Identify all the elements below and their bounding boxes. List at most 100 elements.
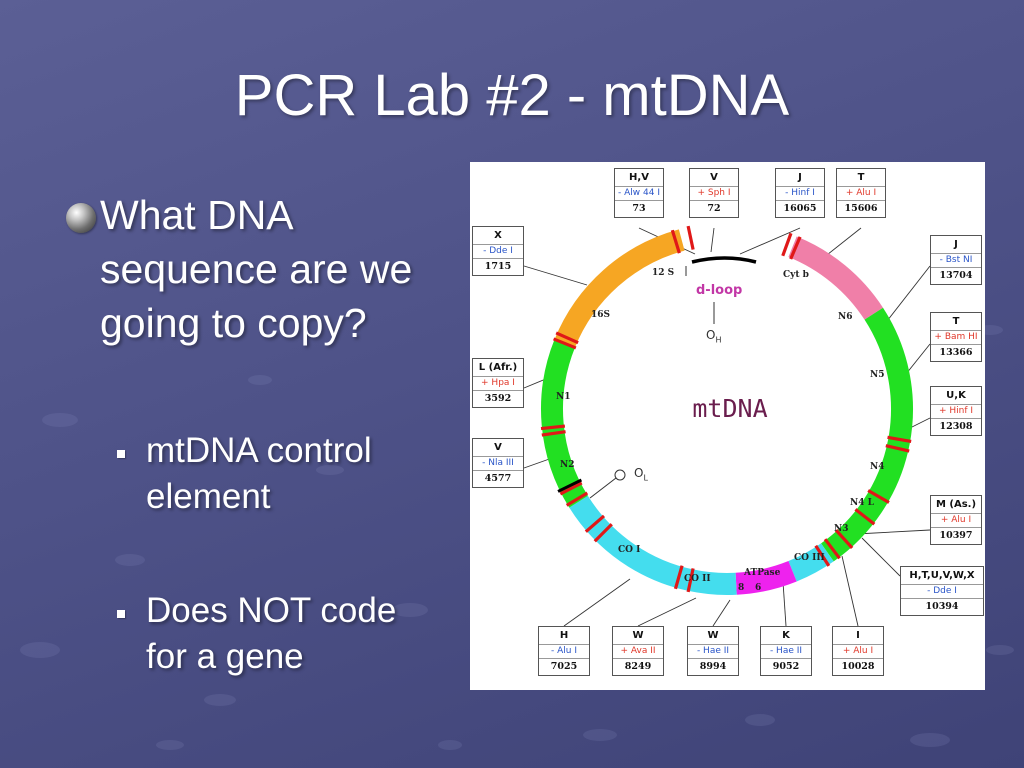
leader-line: [563, 578, 631, 627]
site-position: 73: [632, 203, 646, 214]
label-co2: CO II: [684, 574, 711, 584]
label-12s: 12 S: [652, 268, 675, 278]
slide-title: PCR Lab #2 - mtDNA: [234, 63, 790, 128]
haplogroup-name: V: [473, 439, 523, 457]
haplogroup-box: V- Nla III 4577: [472, 438, 524, 488]
label-n2: N2: [560, 460, 575, 470]
bullet-orb-icon: [66, 203, 96, 233]
restriction-enzyme: - Nla III: [473, 457, 523, 471]
haplogroup-name: X: [473, 227, 523, 245]
trna-marker: [686, 568, 695, 593]
label-n4: N4: [870, 462, 885, 472]
label-co3: CO III: [794, 553, 825, 563]
label-n4l: N4 L: [850, 498, 874, 508]
origin-l-label: OL: [634, 466, 648, 483]
nadh-segment-left: [541, 339, 589, 508]
site-position: 15606: [844, 203, 878, 214]
restriction-enzyme: + Hpa I: [473, 377, 523, 391]
restriction-enzyme: + Alu I: [833, 645, 883, 659]
restriction-enzyme: - Alu I: [539, 645, 589, 659]
trna-marker: [670, 229, 681, 254]
restriction-enzyme: + Alu I: [931, 514, 981, 528]
haplogroup-name: K: [761, 627, 811, 645]
site-position: 12308: [939, 421, 973, 432]
site-position: 13704: [939, 270, 973, 281]
restriction-enzyme: - Hae II: [688, 645, 738, 659]
label-n1: N1: [556, 392, 571, 402]
trna-marker: [789, 236, 802, 260]
co1-segment: [569, 495, 694, 591]
leader-line: [861, 537, 901, 577]
haplogroup-name: V: [690, 169, 738, 187]
main-bullet-text: What DNA sequence are we going to copy?: [100, 192, 413, 346]
trna-marker: [593, 523, 613, 543]
restriction-enzyme: + Alu I: [837, 187, 885, 201]
trna-marker: [834, 529, 854, 550]
subbullet-text: Does NOT code for a gene: [146, 591, 397, 676]
site-position: 1715: [484, 261, 512, 272]
haplogroup-name: H,V: [615, 169, 663, 187]
restriction-enzyme: + Sph I: [690, 187, 738, 201]
haplogroup-name: M (As.): [931, 496, 981, 514]
haplogroup-box: M (As.)+ Alu I 10397: [930, 495, 982, 545]
trna-marker: [814, 544, 831, 567]
square-bullet-icon: [117, 450, 125, 458]
trna-marker: [584, 514, 606, 533]
ol-circle: [614, 469, 626, 481]
haplogroup-name: L (Afr.): [473, 359, 523, 377]
co3-segment: [788, 543, 834, 582]
trna-marker: [555, 331, 579, 345]
site-position: 10397: [939, 530, 973, 541]
rrna-segment: [554, 229, 685, 348]
leader-line: [841, 555, 859, 627]
haplogroup-box: V+ Sph I 72: [689, 168, 739, 218]
haplogroup-name: J: [931, 236, 981, 254]
dloop-arc: [691, 256, 757, 264]
haplogroup-name: W: [688, 627, 738, 645]
site-position: 7025: [550, 661, 578, 672]
trna-marker: [823, 538, 841, 560]
haplogroup-name: T: [931, 313, 981, 331]
origin-h-label: OH: [706, 328, 722, 345]
haplogroup-name: H: [539, 627, 589, 645]
restriction-enzyme: - Hinf I: [776, 187, 824, 201]
trna-marker: [540, 424, 566, 431]
subbullet-text: mtDNA control element: [146, 431, 372, 516]
label-n5: N5: [870, 370, 885, 380]
leader-line: [710, 227, 715, 253]
haplogroup-name: U,K: [931, 387, 981, 405]
haplogroup-box: W- Hae II 8994: [687, 626, 739, 676]
site-position: 8994: [699, 661, 727, 672]
leader-line: [523, 265, 588, 286]
site-position: 9052: [772, 661, 800, 672]
trna-marker: [553, 337, 577, 350]
label-n3: N3: [834, 524, 849, 534]
trna-marker: [885, 444, 910, 453]
trna-marker: [887, 435, 912, 444]
site-position: 13366: [939, 347, 973, 358]
restriction-enzyme: - Dde I: [473, 245, 523, 259]
site-position: 4577: [484, 473, 512, 484]
atpase-segment: [735, 560, 797, 595]
mtdna-center-label: mtDNA: [692, 394, 768, 423]
trna-marker: [854, 508, 876, 526]
site-position: 72: [707, 203, 721, 214]
label-atpase: ATPase: [744, 568, 781, 578]
ol-marker: [557, 478, 583, 493]
trna-marker: [686, 225, 695, 250]
leader-line: [739, 227, 801, 255]
square-bullet-icon: [117, 610, 125, 618]
haplogroup-name: J: [776, 169, 824, 187]
dloop-label: d-loop: [696, 283, 743, 298]
mtdna-ring-svg: [523, 225, 931, 627]
restriction-enzyme: - Dde I: [901, 585, 983, 599]
